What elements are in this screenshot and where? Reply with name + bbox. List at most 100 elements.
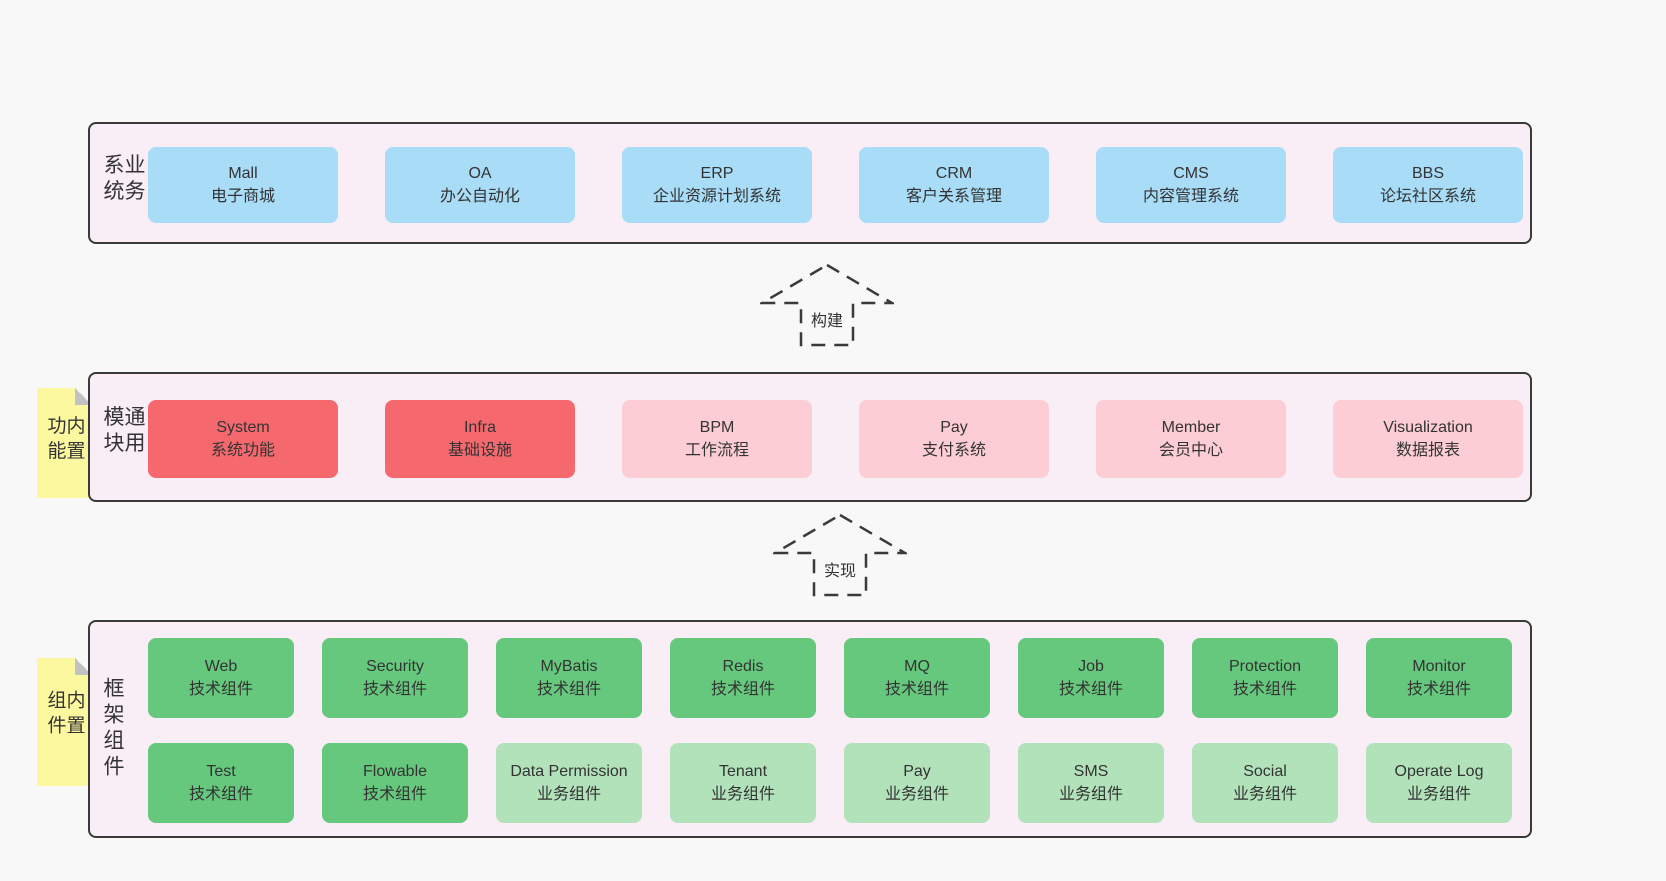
box-subtitle: 技术组件 xyxy=(1058,681,1123,698)
box-title: System xyxy=(216,418,270,436)
box-title: OA xyxy=(468,164,492,182)
box-web: Web 技术组件 xyxy=(148,638,294,718)
box-title: CRM xyxy=(935,164,973,182)
box-subtitle: 技术组件 xyxy=(188,786,253,803)
box-title: Operate Log xyxy=(1394,762,1484,780)
box-title: Pay xyxy=(940,418,968,436)
box-flowable: Flowable 技术组件 xyxy=(322,743,468,823)
box-subtitle: 工作流程 xyxy=(684,442,749,459)
box-subtitle: 业务组件 xyxy=(1232,786,1297,803)
builtin-components-note: 内置组件 xyxy=(37,658,92,786)
box-mq: MQ 技术组件 xyxy=(844,638,990,718)
box-security: Security 技术组件 xyxy=(322,638,468,718)
box-title: Web xyxy=(204,657,238,675)
arrow-build: 构建 xyxy=(760,262,894,348)
box-system: System 系统功能 xyxy=(148,400,338,478)
box-title: Protection xyxy=(1228,657,1302,675)
common-modules-label: 通用模块 xyxy=(101,405,145,458)
box-subtitle: 基础设施 xyxy=(447,442,512,459)
box-erp: ERP 企业资源计划系统 xyxy=(622,147,812,223)
box-title: Security xyxy=(366,657,424,675)
framework-components-panel: 框架组件 Web 技术组件 Security 技术组件 MyBatis 技术组件… xyxy=(88,620,1532,838)
box-subtitle: 业务组件 xyxy=(884,786,949,803)
box-title: Data Permission xyxy=(510,762,628,780)
arrow-build-label: 构建 xyxy=(808,306,846,332)
box-infra: Infra 基础设施 xyxy=(385,400,575,478)
box-title: Member xyxy=(1161,418,1221,436)
builtin-features-note-label: 内置功能 xyxy=(44,415,85,466)
framework-components-row-1: Web 技术组件 Security 技术组件 MyBatis 技术组件 Redi… xyxy=(148,638,1512,718)
up-block-arrow-icon xyxy=(773,513,907,597)
box-title: MyBatis xyxy=(540,657,598,675)
box-oa: OA 办公自动化 xyxy=(385,147,575,223)
box-title: MQ xyxy=(904,657,930,675)
box-operate-log: Operate Log 业务组件 xyxy=(1366,743,1512,823)
box-visualization: Visualization 数据报表 xyxy=(1333,400,1523,478)
box-subtitle: 技术组件 xyxy=(362,681,427,698)
box-subtitle: 技术组件 xyxy=(1406,681,1471,698)
box-pay-module: Pay 支付系统 xyxy=(859,400,1049,478)
box-subtitle: 技术组件 xyxy=(536,681,601,698)
arrow-implement-label: 实现 xyxy=(821,556,859,582)
box-subtitle: 技术组件 xyxy=(884,681,949,698)
box-subtitle: 技术组件 xyxy=(710,681,775,698)
box-title: SMS xyxy=(1073,762,1109,780)
box-subtitle: 业务组件 xyxy=(1406,786,1471,803)
box-title: BBS xyxy=(1411,164,1444,182)
box-subtitle: 支付系统 xyxy=(921,442,986,459)
box-subtitle: 业务组件 xyxy=(1058,786,1123,803)
box-title: Visualization xyxy=(1383,418,1473,436)
box-subtitle: 会员中心 xyxy=(1158,442,1223,459)
box-subtitle: 内容管理系统 xyxy=(1142,188,1239,205)
business-systems-label: 业务系统 xyxy=(101,153,145,206)
box-sms: SMS 业务组件 xyxy=(1018,743,1164,823)
folded-corner-icon xyxy=(75,388,92,405)
box-title: Social xyxy=(1243,762,1287,780)
box-monitor: Monitor 技术组件 xyxy=(1366,638,1512,718)
box-title: Job xyxy=(1078,657,1104,675)
box-cms: CMS 内容管理系统 xyxy=(1096,147,1286,223)
box-subtitle: 客户关系管理 xyxy=(905,188,1002,205)
box-mybatis: MyBatis 技术组件 xyxy=(496,638,642,718)
common-modules-panel: 通用模块 System 系统功能 Infra 基础设施 BPM 工作流程 Pay… xyxy=(88,372,1532,502)
box-subtitle: 企业资源计划系统 xyxy=(652,188,781,205)
business-systems-panel: 业务系统 Mall 电子商城 OA 办公自动化 ERP 企业资源计划系统 CRM… xyxy=(88,122,1532,244)
box-subtitle: 业务组件 xyxy=(536,786,601,803)
box-title: Monitor xyxy=(1412,657,1466,675)
box-subtitle: 技术组件 xyxy=(1232,681,1297,698)
box-test: Test 技术组件 xyxy=(148,743,294,823)
box-title: Mall xyxy=(228,164,258,182)
box-data-permission: Data Permission 业务组件 xyxy=(496,743,642,823)
up-block-arrow-icon xyxy=(760,263,894,347)
box-member: Member 会员中心 xyxy=(1096,400,1286,478)
box-bpm: BPM 工作流程 xyxy=(622,400,812,478)
box-bbs: BBS 论坛社区系统 xyxy=(1333,147,1523,223)
business-systems-row: Mall 电子商城 OA 办公自动化 ERP 企业资源计划系统 CRM 客户关系… xyxy=(148,147,1523,223)
folded-corner-icon xyxy=(75,658,92,675)
builtin-features-note: 内置功能 xyxy=(37,388,92,498)
builtin-components-note-label: 内置组件 xyxy=(44,690,85,740)
box-subtitle: 技术组件 xyxy=(188,681,253,698)
box-redis: Redis 技术组件 xyxy=(670,638,816,718)
box-mall: Mall 电子商城 xyxy=(148,147,338,223)
framework-components-row-2: Test 技术组件 Flowable 技术组件 Data Permission … xyxy=(148,743,1512,823)
box-title: Infra xyxy=(463,418,496,436)
box-title: Tenant xyxy=(718,762,768,780)
box-subtitle: 电子商城 xyxy=(210,188,275,205)
box-subtitle: 系统功能 xyxy=(210,442,275,459)
box-pay-component: Pay 业务组件 xyxy=(844,743,990,823)
box-title: Pay xyxy=(903,762,931,780)
box-title: Test xyxy=(206,762,236,780)
box-title: Flowable xyxy=(362,762,428,780)
box-title: BPM xyxy=(699,418,735,436)
box-subtitle: 数据报表 xyxy=(1395,442,1460,459)
box-protection: Protection 技术组件 xyxy=(1192,638,1338,718)
box-title: ERP xyxy=(700,164,734,182)
box-crm: CRM 客户关系管理 xyxy=(859,147,1049,223)
box-social: Social 业务组件 xyxy=(1192,743,1338,823)
framework-components-label: 框架组件 xyxy=(101,677,124,781)
box-tenant: Tenant 业务组件 xyxy=(670,743,816,823)
box-job: Job 技术组件 xyxy=(1018,638,1164,718)
box-title: Redis xyxy=(722,657,764,675)
box-subtitle: 业务组件 xyxy=(710,786,775,803)
